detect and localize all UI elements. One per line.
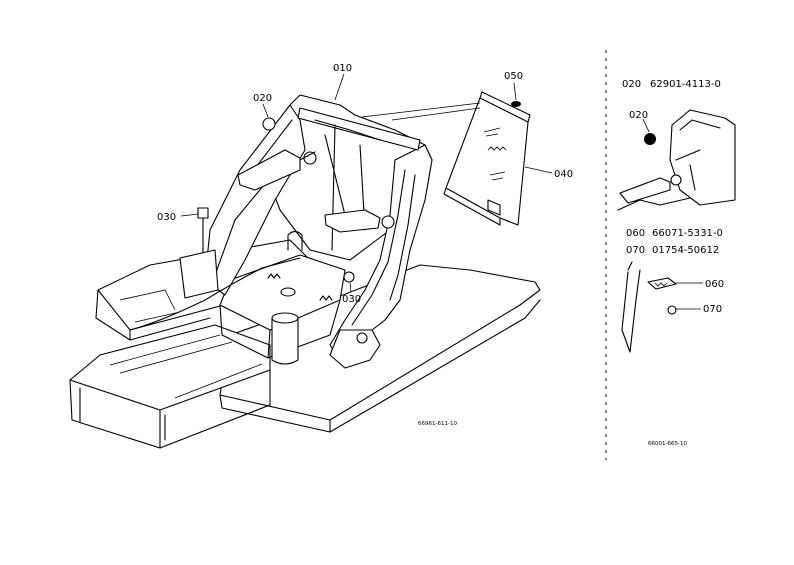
seat-panel-040-tab	[487, 199, 501, 216]
grommet-050	[511, 101, 521, 107]
panel-decal-1	[483, 127, 501, 137]
leader-050	[513, 82, 517, 101]
u-hook	[287, 230, 303, 251]
panel-leader-top	[361, 102, 481, 118]
leader-040	[524, 166, 553, 174]
side-figure-code: 66001-665-10	[648, 441, 687, 447]
leader-030-left	[180, 213, 199, 217]
part-020-number: 62901-4113-0	[650, 79, 721, 90]
side-detail: 020 62901-4113-0 020 060 66071-5331-0 07…	[617, 79, 736, 447]
detail-panel-edge	[621, 261, 641, 353]
callout-050: 050	[504, 71, 523, 82]
leader-030-center	[349, 282, 352, 293]
spring-right	[319, 295, 333, 301]
center-cylinder-top	[271, 312, 299, 324]
side-leader-020	[642, 118, 650, 133]
right-arm-bracket	[324, 209, 381, 233]
part-030-bolt-head	[197, 207, 209, 219]
callout-020: 020	[253, 93, 272, 104]
left-arm-pivot	[303, 151, 317, 165]
side-callout-070: 070	[703, 304, 722, 315]
frame-rear-detail	[314, 119, 381, 251]
part-020-cap	[262, 117, 276, 131]
floor-deck-lip	[95, 289, 211, 341]
leader-010	[334, 73, 345, 101]
cable-left	[129, 257, 301, 331]
floor-deck-ribs	[119, 289, 181, 323]
callout-030-center: 030	[342, 294, 361, 305]
left-arm-bracket	[237, 149, 301, 191]
part-070-code: 070	[626, 245, 645, 256]
detail-frame-inner	[675, 119, 721, 191]
main-figure-code: 66961-611-10	[418, 421, 457, 427]
leg-hole	[356, 332, 368, 344]
frame-right-upright-inner	[351, 169, 416, 326]
detail-arm	[619, 177, 671, 204]
center-knob	[280, 287, 296, 297]
part-060-number: 66071-5331-0	[652, 228, 723, 239]
right-arm-pivot	[381, 215, 395, 229]
detail-frame-top	[669, 109, 736, 206]
seat-panel-040-edge	[443, 91, 531, 226]
base-platform-edge	[219, 299, 541, 433]
side-callout-020: 020	[629, 110, 648, 121]
lower-frame-leg	[329, 329, 381, 369]
detail-arm-pivot	[670, 174, 682, 186]
detail-part-020	[644, 133, 656, 145]
frame-crossbar	[297, 107, 421, 151]
part-060-code: 060	[626, 228, 645, 239]
detail-lower-line	[617, 197, 691, 211]
detail-screw-070	[667, 305, 677, 315]
callout-040: 040	[554, 169, 573, 180]
main-assembly: 010 020 030 030 040 050 66961-611-10	[69, 63, 573, 449]
side-callout-060: 060	[705, 279, 724, 290]
leader-020	[262, 103, 269, 118]
part-020-code: 020	[622, 79, 641, 90]
detail-clip-060-lines	[654, 282, 668, 287]
left-arm-link	[299, 151, 316, 161]
callout-030-left: 030	[157, 212, 176, 223]
step-plate-grooves	[109, 334, 263, 399]
bolt-bracket	[179, 249, 219, 299]
panel-leader-bottom	[391, 107, 481, 121]
callout-010: 010	[333, 63, 352, 74]
part-070-number: 01754-50612	[652, 245, 719, 256]
spring-left	[267, 273, 281, 279]
part-030-center-nut	[343, 271, 355, 283]
seat-panel-040	[445, 97, 529, 226]
step-plate-edge	[69, 369, 271, 449]
panel-decal-3	[489, 171, 506, 181]
panel-decal-2	[487, 146, 507, 151]
